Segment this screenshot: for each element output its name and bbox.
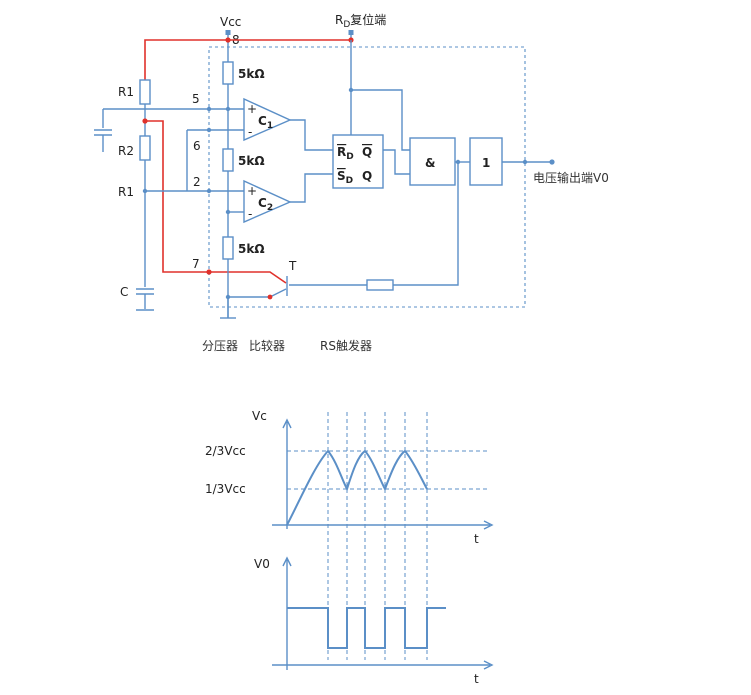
output-label: 电压输出端V0 xyxy=(533,170,609,185)
node-vcc xyxy=(225,37,231,43)
caption-comparator: 比较器 xyxy=(249,338,285,353)
c1-name: C1 xyxy=(258,114,273,131)
qbar-to-and-wire xyxy=(383,149,410,175)
ff-sd: SD xyxy=(337,169,353,186)
and-gate xyxy=(409,137,456,186)
c2-minus: - xyxy=(248,207,252,221)
node-divider-top xyxy=(225,106,231,112)
red-supply-wire xyxy=(144,39,351,80)
divider-resistor-1 xyxy=(222,61,234,85)
node-output xyxy=(522,159,528,165)
supply-terminal xyxy=(225,30,231,35)
c2-output-wire xyxy=(290,173,333,203)
transistor-label: T xyxy=(288,259,297,273)
divider-resistor-1-label: 5kΩ xyxy=(238,67,265,81)
buffer-gate xyxy=(469,137,503,186)
node-emitter xyxy=(267,294,273,300)
c2-plus: + xyxy=(247,184,257,198)
vc-waveform xyxy=(286,449,428,526)
pin-6-label: 6 xyxy=(193,139,201,153)
time-label-1: t xyxy=(474,532,479,546)
r2-resistor xyxy=(139,135,151,161)
c2-name: C2 xyxy=(258,196,273,213)
node-pin5 xyxy=(206,106,212,112)
node-pin6 xyxy=(206,127,212,133)
reset-terminal xyxy=(348,30,354,35)
node-pin7 xyxy=(206,269,212,275)
pin-7-label: 7 xyxy=(192,257,200,271)
ff-rd: RD xyxy=(337,145,354,162)
v0-y-arrow xyxy=(282,556,292,567)
r1-top-label: R1 xyxy=(118,85,134,99)
caption-divider: 分压器 xyxy=(202,339,238,353)
ic-boundary xyxy=(208,46,526,308)
node-divider-low xyxy=(225,209,231,215)
c1-plus: + xyxy=(247,102,257,116)
vc-y-arrow xyxy=(282,418,292,429)
caption-rs: RS触发器 xyxy=(320,338,372,353)
red-discharge-wire xyxy=(145,120,287,284)
base-resistor xyxy=(366,279,394,291)
r1-bottom-label: R1 xyxy=(118,185,134,199)
level-high-label: 2/3Vcc xyxy=(205,444,246,458)
r1-top-resistor xyxy=(139,79,151,105)
circuit-diagram: Vcc RD复位端 8 R1 R2 7 5 xyxy=(94,12,609,353)
comparator-c1 xyxy=(243,97,292,142)
reset-to-and-wire xyxy=(351,89,410,151)
pin-2-label: 2 xyxy=(193,175,201,189)
c1-output-wire xyxy=(290,119,333,151)
rs-flipflop xyxy=(332,134,384,189)
ff-q: Q xyxy=(362,169,372,183)
vc-x-arrow xyxy=(483,520,494,530)
node-r1r2 xyxy=(142,118,148,124)
reset-label: RD复位端 xyxy=(335,12,386,30)
transistor-emitter xyxy=(269,288,287,298)
divider-resistor-3 xyxy=(222,236,234,260)
time-label-2: t xyxy=(474,672,479,686)
supply-label: Vcc xyxy=(220,15,241,29)
buffer-gate-label: 1 xyxy=(482,156,490,170)
c1-minus: - xyxy=(248,125,252,139)
ff-qbar: Q xyxy=(362,145,372,159)
capacitor-label: C xyxy=(120,285,128,299)
comparator-c2 xyxy=(243,179,292,224)
waveform-diagram: Vc t 2/3Vcc 1/3Vcc V0 t xyxy=(205,409,494,686)
r2-label: R2 xyxy=(118,144,134,158)
divider-resistor-2-label: 5kΩ xyxy=(238,154,265,168)
feedback-wire xyxy=(393,162,459,286)
output-terminal xyxy=(549,159,555,165)
v0-axis-label: V0 xyxy=(254,557,270,571)
pin-5-label: 5 xyxy=(192,92,200,106)
node-pin2 xyxy=(206,188,212,194)
divider-resistor-3-label: 5kΩ xyxy=(238,242,265,256)
v0-x-arrow xyxy=(483,660,494,670)
vc-axis-label: Vc xyxy=(252,409,267,423)
v0-waveform xyxy=(287,607,446,649)
divider-resistor-2 xyxy=(222,148,234,172)
level-low-label: 1/3Vcc xyxy=(205,482,246,496)
and-gate-label: & xyxy=(425,156,435,170)
